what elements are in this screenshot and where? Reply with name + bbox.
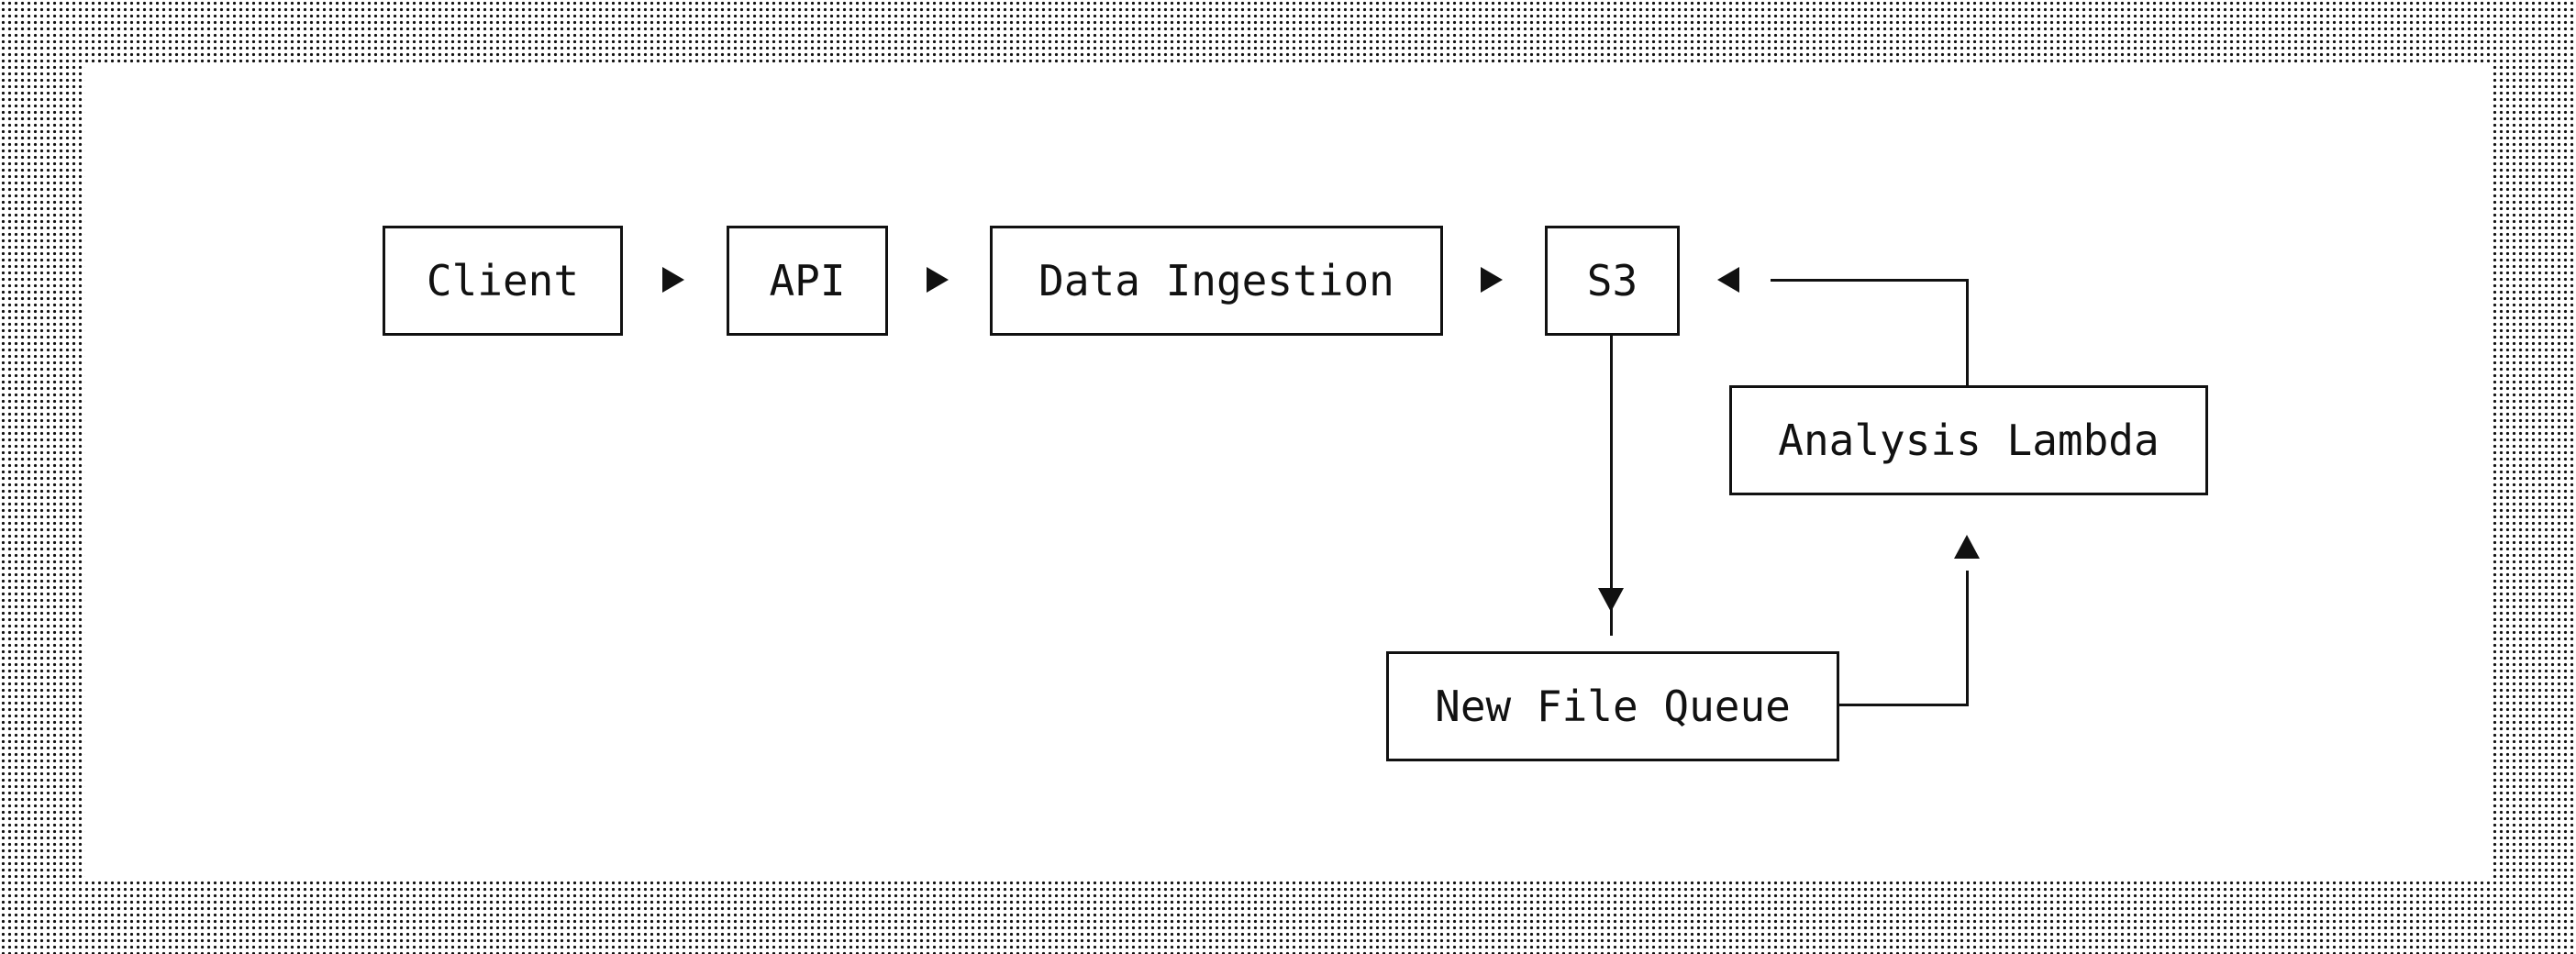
api-label: API bbox=[769, 256, 846, 305]
arrow-new-file-queue-to-analysis-lambda bbox=[1954, 535, 1980, 559]
s3-node: S3 bbox=[1545, 226, 1680, 336]
connector-analysis-lambda-to-s3-horizontal bbox=[1771, 279, 1969, 282]
arrow-client-to-api bbox=[662, 267, 684, 293]
data-ingestion-node: Data Ingestion bbox=[990, 226, 1443, 336]
client-label: Client bbox=[426, 256, 580, 305]
arrow-analysis-lambda-to-s3 bbox=[1717, 267, 1739, 293]
arrow-api-to-data-ingestion bbox=[927, 267, 949, 293]
connector-s3-to-new-file-queue bbox=[1610, 333, 1613, 636]
data-ingestion-label: Data Ingestion bbox=[1038, 256, 1394, 305]
client-node: Client bbox=[383, 226, 623, 336]
connector-analysis-lambda-to-s3-vertical bbox=[1966, 279, 1969, 388]
s3-label: S3 bbox=[1586, 256, 1638, 305]
diagram-canvas: Client API Data Ingestion S3 Analysis La… bbox=[85, 64, 2493, 879]
new-file-queue-label: New File Queue bbox=[1435, 682, 1791, 731]
analysis-lambda-node: Analysis Lambda bbox=[1729, 385, 2208, 495]
analysis-lambda-label: Analysis Lambda bbox=[1778, 416, 2160, 465]
arrow-data-ingestion-to-s3 bbox=[1481, 267, 1503, 293]
api-node: API bbox=[727, 226, 888, 336]
arrow-s3-to-new-file-queue bbox=[1598, 588, 1624, 612]
connector-new-file-queue-to-analysis-lambda-horizontal bbox=[1837, 704, 1969, 706]
connector-new-file-queue-to-analysis-lambda-vertical bbox=[1966, 571, 1969, 706]
new-file-queue-node: New File Queue bbox=[1386, 651, 1839, 761]
